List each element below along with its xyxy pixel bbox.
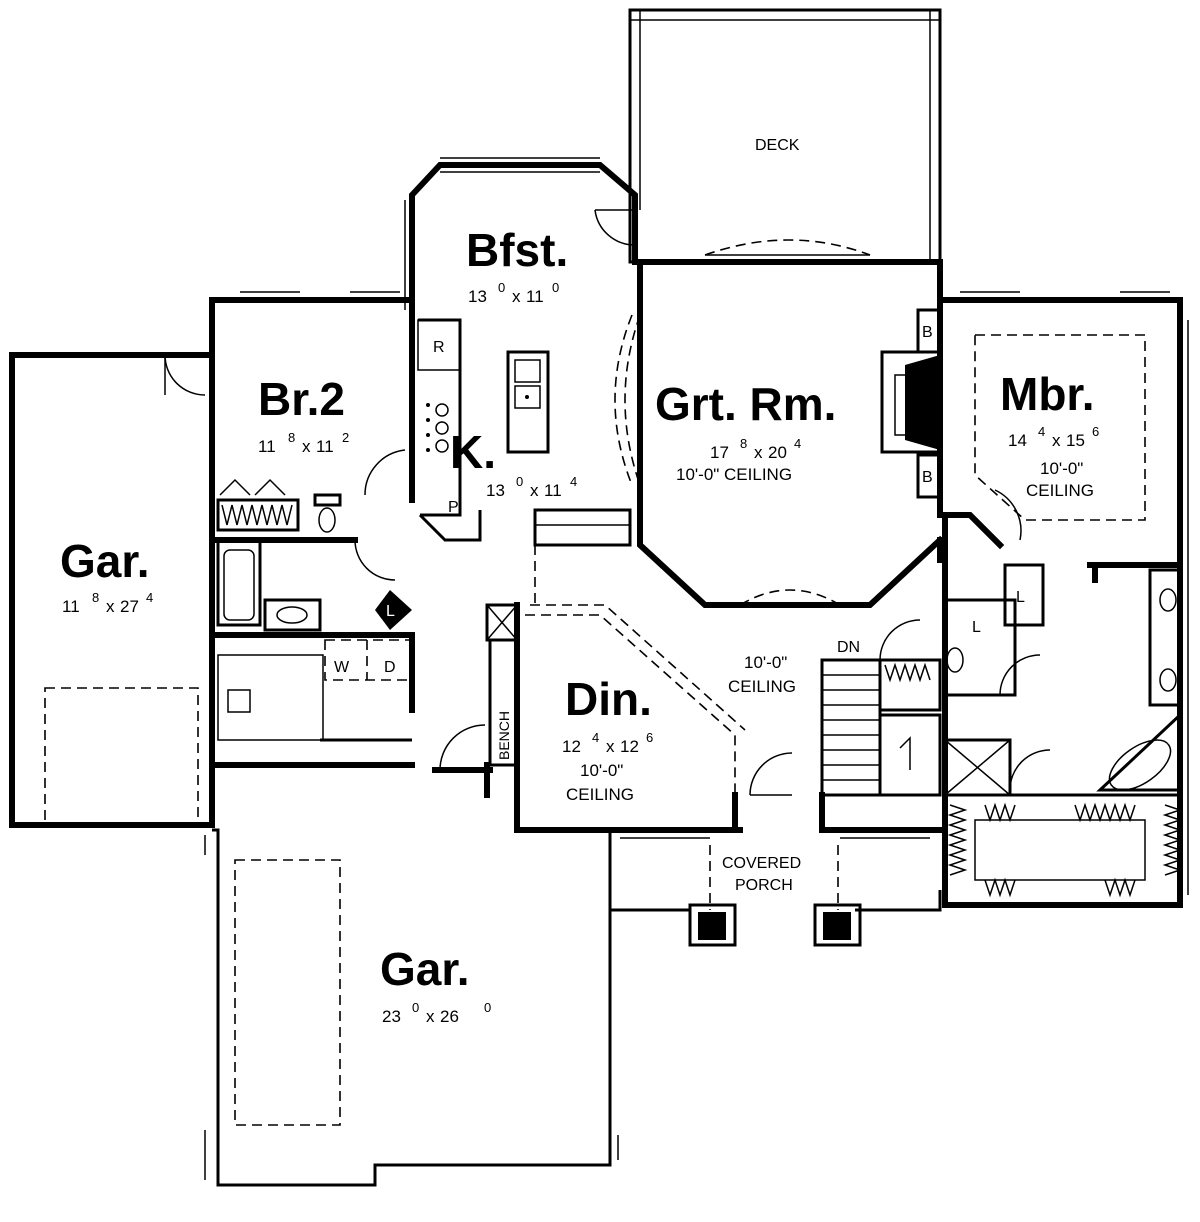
porch-label-1: COVERED [722, 855, 801, 872]
svg-text:x: x [426, 1007, 435, 1026]
svg-text:2: 2 [342, 430, 349, 445]
small-garage-dims: 11 8 x 27 4 [62, 590, 153, 616]
svg-text:0: 0 [412, 1000, 419, 1015]
great-room-window-arc [704, 239, 871, 256]
svg-text:4: 4 [794, 436, 801, 451]
svg-text:27: 27 [120, 597, 139, 616]
svg-text:12: 12 [620, 737, 639, 756]
linen-closet-label-1: L [1016, 589, 1025, 606]
breakfast-room-name: Bfst. [466, 224, 568, 276]
svg-text:x: x [606, 737, 615, 756]
svg-text:12: 12 [562, 737, 581, 756]
bedroom-2-walls: L W D [209, 291, 415, 768]
svg-text:0: 0 [552, 280, 559, 295]
svg-text:4: 4 [146, 590, 153, 605]
fireplace [880, 350, 942, 454]
svg-text:13: 13 [486, 481, 505, 500]
washer-label: W [334, 659, 350, 676]
refrigerator-label: R [433, 339, 445, 356]
cooktop [426, 403, 449, 453]
deck: DECK [628, 8, 942, 264]
svg-text:26: 26 [440, 1007, 459, 1026]
dining-room-dims: 12 4 x 12 6 [562, 730, 653, 756]
porch-label-2: PORCH [735, 877, 793, 894]
dining-walls [514, 545, 746, 839]
great-room-name: Grt. Rm. [655, 378, 836, 430]
svg-text:0: 0 [484, 1000, 491, 1015]
dryer-label: D [384, 659, 396, 676]
svg-text:x: x [106, 597, 115, 616]
svg-text:4: 4 [1038, 424, 1045, 439]
closet-rods [947, 802, 1183, 898]
bedroom-2-dims: 11 8 x 11 2 [258, 430, 349, 456]
stair-down-label: DN [837, 639, 860, 656]
svg-text:x: x [530, 481, 539, 500]
svg-text:4: 4 [592, 730, 599, 745]
mud-hall: BENCH [432, 603, 519, 798]
foyer-ceiling-2: CEILING [728, 677, 796, 696]
foyer-ceiling-1: 10'-0" [744, 653, 787, 672]
stair-hall: DN [819, 537, 943, 833]
svg-text:13: 13 [468, 287, 487, 306]
svg-text:11: 11 [258, 437, 276, 456]
tub [1096, 711, 1182, 792]
bedroom-2-name: Br.2 [258, 373, 345, 425]
master-suite-walls: L L [937, 291, 1189, 908]
svg-text:x: x [1052, 431, 1061, 450]
breakfast-room-dims: 13 0 x 11 0 [468, 280, 559, 306]
bath-linen-label: L [386, 603, 395, 620]
kitchen-dims: 13 0 x 11 4 [486, 474, 577, 500]
master-bedroom-name: Mbr. [1000, 368, 1095, 420]
large-garage-dims: 23 0 x 26 0 [382, 1000, 491, 1026]
great-room-dims: 17 8 x 20 4 [710, 436, 801, 462]
pantry-label: P [448, 499, 459, 516]
great-room-ceiling: 10'-0" CEILING [676, 465, 792, 484]
master-bedroom-ceiling-1: 10'-0" [1040, 459, 1083, 478]
small-garage-name: Gar. [60, 535, 150, 587]
svg-text:23: 23 [382, 1007, 401, 1026]
svg-text:14: 14 [1008, 431, 1027, 450]
large-garage [204, 828, 619, 1187]
svg-text:8: 8 [740, 436, 747, 451]
svg-text:15: 15 [1066, 431, 1085, 450]
deck-door-swing [594, 209, 636, 246]
svg-text:0: 0 [516, 474, 523, 489]
svg-text:4: 4 [570, 474, 577, 489]
master-bedroom-ceiling-2: CEILING [1026, 481, 1094, 500]
bookcase-top-label: B [922, 324, 933, 341]
svg-text:11: 11 [526, 287, 544, 306]
svg-text:20: 20 [768, 443, 787, 462]
kitchen: R P [409, 307, 632, 547]
svg-text:x: x [302, 437, 311, 456]
svg-text:11: 11 [544, 481, 562, 500]
entry-porch [608, 752, 948, 947]
deck-label: DECK [755, 137, 800, 154]
large-garage-name: Gar. [380, 943, 470, 995]
svg-text:8: 8 [288, 430, 295, 445]
svg-text:6: 6 [646, 730, 653, 745]
svg-text:17: 17 [710, 443, 729, 462]
island [506, 350, 550, 454]
stair-treads [822, 674, 880, 781]
kitchen-name: K. [450, 426, 496, 478]
dining-room-name: Din. [565, 673, 652, 725]
small-garage [9, 352, 215, 828]
svg-text:x: x [754, 443, 763, 462]
svg-text:0: 0 [498, 280, 505, 295]
bookcase-bottom-label: B [922, 469, 933, 486]
svg-text:11: 11 [316, 437, 334, 456]
master-bedroom-dims: 14 4 x 15 6 [1008, 424, 1099, 450]
linen-closet-label-2: L [972, 619, 981, 636]
svg-text:8: 8 [92, 590, 99, 605]
svg-text:6: 6 [1092, 424, 1099, 439]
bench-label: BENCH [496, 711, 512, 760]
breakfast-bay [404, 157, 638, 313]
dining-room-ceiling-1: 10'-0" [580, 761, 623, 780]
svg-text:11: 11 [62, 597, 80, 616]
svg-text:x: x [512, 287, 521, 306]
dining-room-ceiling-2: CEILING [566, 785, 634, 804]
great-room-walls: B B [614, 239, 945, 608]
